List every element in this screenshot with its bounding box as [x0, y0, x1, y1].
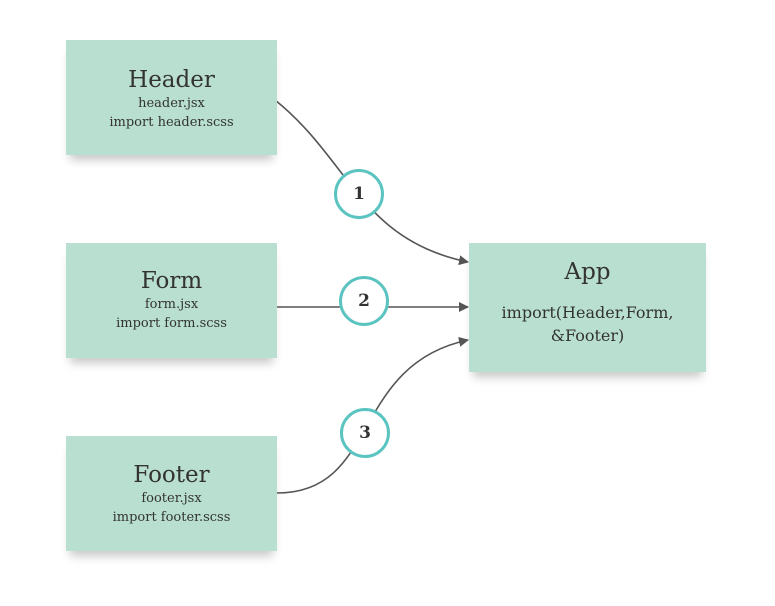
header-node-import: import header.scss	[109, 115, 234, 130]
footer-node-title: Footer	[133, 462, 210, 488]
step-badge-1: 1	[334, 169, 384, 219]
form-node-file: form.jsx	[144, 297, 199, 312]
step-badge-3: 3	[340, 408, 390, 458]
footer-node-file: footer.jsx	[141, 491, 202, 506]
step-badge-2: 2	[339, 276, 389, 326]
app-node-import-line-2: &Footer)	[550, 326, 625, 345]
app-node-title: App	[564, 259, 611, 285]
header-node: Header header.jsx import header.scss	[66, 40, 277, 155]
header-node-file: header.jsx	[138, 96, 205, 111]
form-node-import: import form.scss	[116, 316, 227, 331]
header-node-title: Header	[128, 67, 215, 93]
footer-node: Footer footer.jsx import footer.scss	[66, 436, 277, 551]
app-node: App import(Header,Form, &Footer)	[469, 243, 706, 372]
app-node-import-line-1: import(Header,Form,	[501, 303, 674, 322]
form-node-title: Form	[140, 268, 203, 294]
footer-node-import: import footer.scss	[112, 510, 231, 525]
form-node: Form form.jsx import form.scss	[66, 243, 277, 358]
